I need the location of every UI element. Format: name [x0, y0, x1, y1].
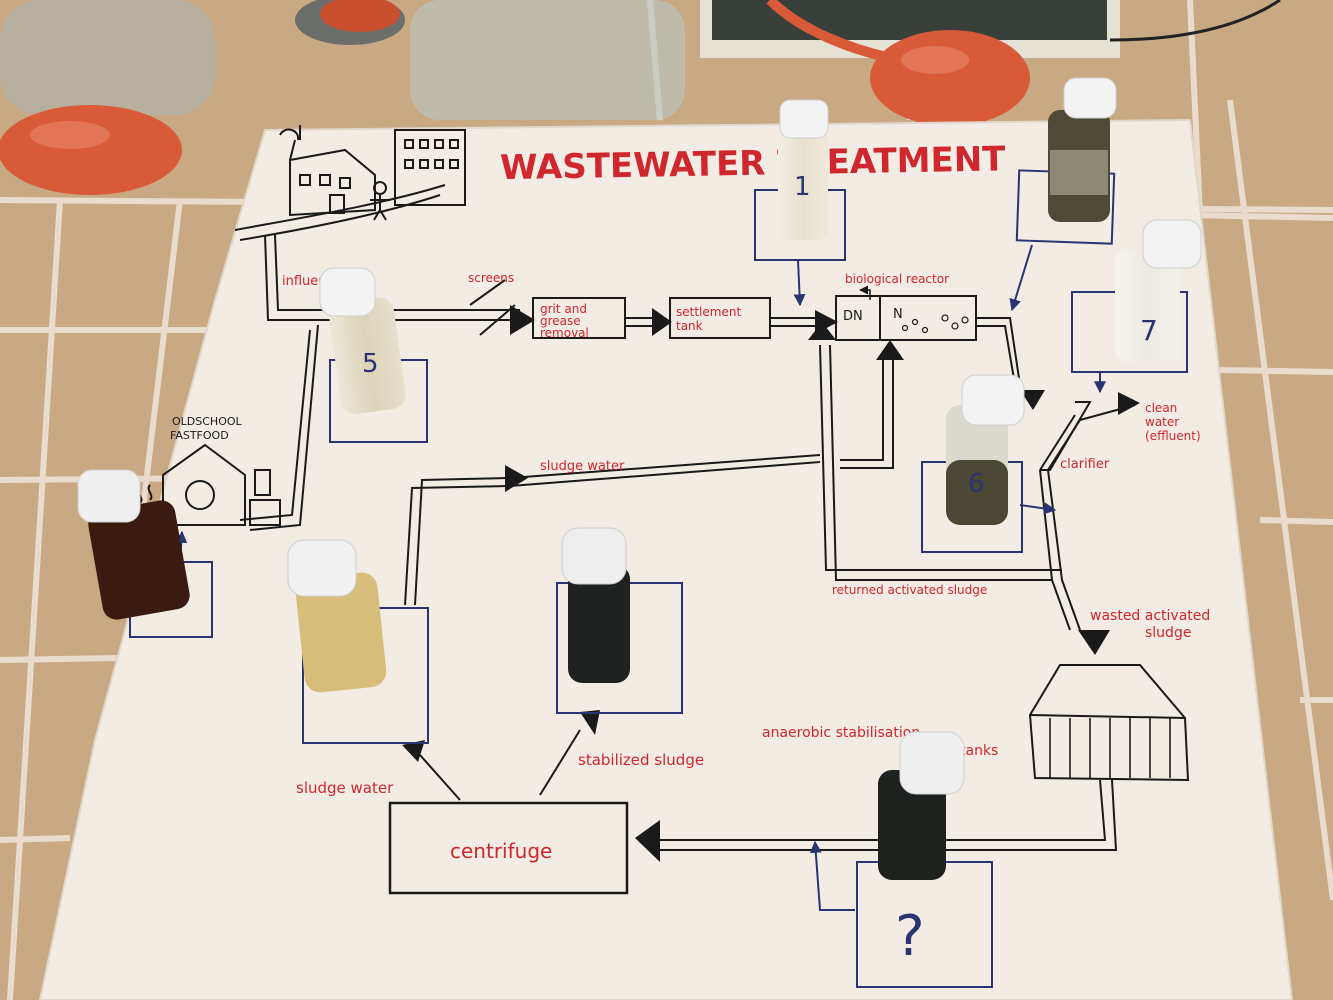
- svg-text:stabilized sludge: stabilized sludge: [578, 751, 704, 769]
- biological-reactor-box: biological reactor DN N: [835, 272, 977, 341]
- svg-text:(effluent): (effluent): [1145, 429, 1201, 443]
- svg-text:wasted activated: wasted activated: [1090, 608, 1210, 624]
- svg-text:FASTFOOD: FASTFOOD: [170, 429, 229, 442]
- svg-text:grit and: grit and: [540, 302, 587, 316]
- vial-yellow: [287, 539, 387, 693]
- rubber-bulb-left: [0, 105, 182, 195]
- vial-1: 1: [778, 99, 829, 240]
- clarifier-shape: clarifier: [1040, 401, 1110, 472]
- vial-top-right: [1048, 77, 1117, 222]
- svg-text:screens: screens: [468, 271, 514, 285]
- svg-text:clarifier: clarifier: [1060, 457, 1110, 472]
- svg-text:sludge: sludge: [1145, 625, 1191, 641]
- grit-grease-box: grit and grease removal: [532, 297, 626, 340]
- city-sketch: [234, 125, 466, 241]
- svg-text:clean: clean: [1145, 401, 1177, 415]
- svg-text:N: N: [893, 307, 903, 322]
- svg-text:biological reactor: biological reactor: [845, 272, 949, 286]
- fastfood-sketch: OLDSCHOOL FASTFOOD: [137, 415, 281, 526]
- vial-dark-center: [561, 527, 630, 683]
- vial-6: 6: [946, 374, 1025, 525]
- svg-text:7: 7: [1140, 314, 1158, 347]
- svg-text:anaerobic stabilisation: anaerobic stabilisation: [762, 725, 920, 741]
- svg-text:6: 6: [968, 469, 985, 499]
- lab-glassware: [0, 0, 1281, 120]
- rubber-bulb-right: [870, 30, 1030, 126]
- flow-arrowheads: [402, 305, 1140, 862]
- settlement-tank-box: settlement tank: [669, 297, 771, 339]
- svg-text:tanks: tanks: [960, 743, 998, 759]
- red-labels: influent screens sludge water returned a…: [282, 271, 1210, 797]
- svg-text:centrifuge: centrifuge: [450, 839, 552, 863]
- centrifuge-box: centrifuge: [388, 801, 629, 895]
- svg-text:5: 5: [362, 349, 379, 379]
- flow-lines: [239, 234, 1136, 851]
- anaerobic-tank-shape: [1028, 664, 1190, 782]
- vial-5: 5: [319, 267, 406, 415]
- svg-text:tank: tank: [676, 319, 703, 333]
- vial-question: ?: [878, 731, 965, 969]
- svg-text:1: 1: [794, 172, 811, 202]
- svg-text:sludge water: sludge water: [296, 779, 394, 797]
- svg-text:removal: removal: [540, 326, 589, 340]
- vial-7: 7: [1115, 219, 1202, 362]
- svg-text:grease: grease: [540, 314, 581, 328]
- svg-text:DN: DN: [843, 309, 863, 324]
- svg-text:sludge water: sludge water: [540, 459, 625, 474]
- svg-text:returned activated sludge: returned activated sludge: [832, 583, 987, 597]
- svg-text:settlement: settlement: [676, 305, 741, 319]
- svg-text:?: ?: [895, 904, 925, 969]
- poster-title: WASTEWATER TREATMENT: [500, 139, 1007, 188]
- vial-brown: [77, 469, 190, 620]
- svg-text:OLDSCHOOL: OLDSCHOOL: [172, 415, 243, 428]
- svg-text:water: water: [1145, 415, 1179, 429]
- svg-text:influent: influent: [282, 274, 332, 289]
